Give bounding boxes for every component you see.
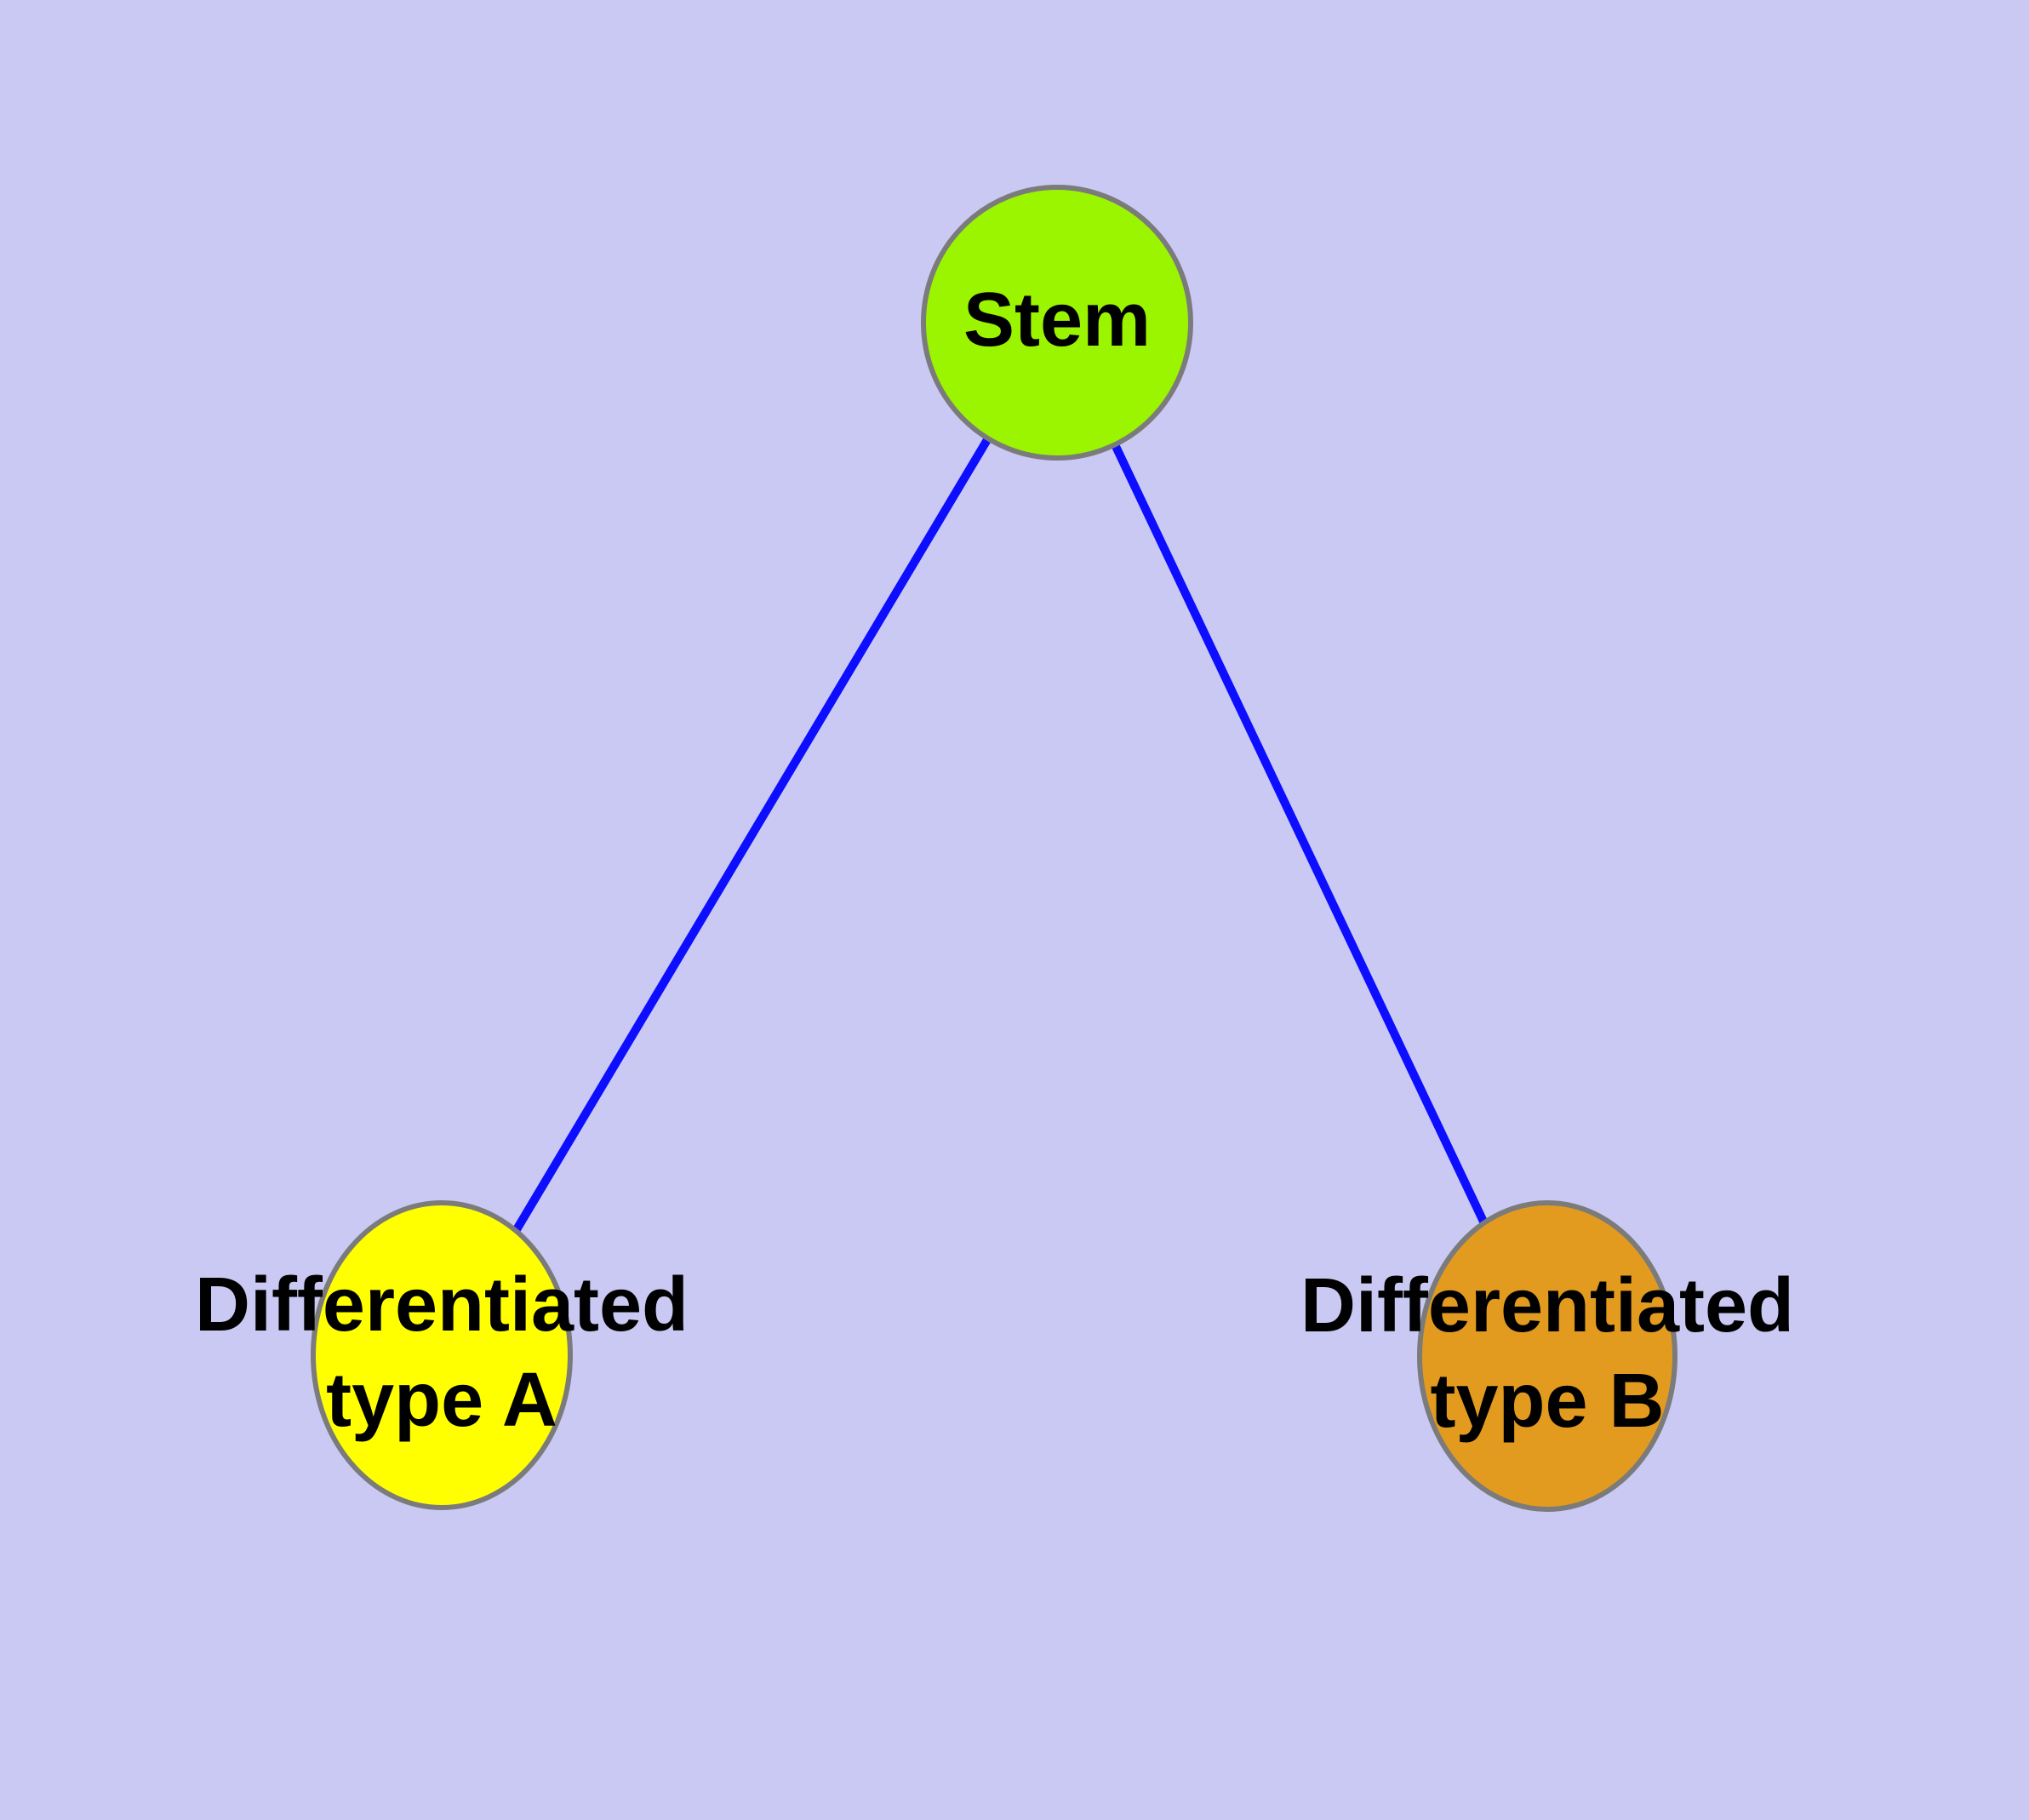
node-stem: [921, 185, 1193, 461]
edges-layer: [437, 320, 1552, 1359]
edge-stem-to-type-b: [1053, 320, 1552, 1359]
edge-stem-to-type-a: [437, 320, 1061, 1358]
nodes-layer: [311, 185, 1677, 1512]
node-type-a: [311, 1200, 573, 1510]
node-type-b: [1417, 1200, 1677, 1512]
